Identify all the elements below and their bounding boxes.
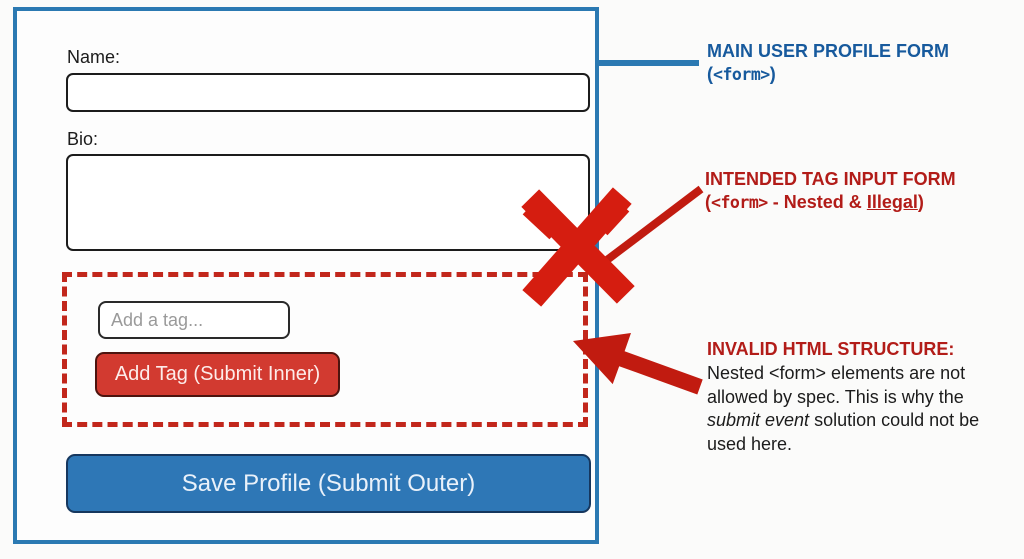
annotation-tag-form: INTENDED TAG INPUT FORM(<form> - Nested … bbox=[705, 169, 956, 212]
main-profile-form: Name: Bio: Add Tag (Submit Inner) Save P… bbox=[13, 7, 599, 544]
annotation-main-form: MAIN USER PROFILE FORM(<form>) bbox=[707, 41, 949, 84]
red-connector-line bbox=[600, 185, 704, 267]
add-tag-button[interactable]: Add Tag (Submit Inner) bbox=[95, 352, 340, 397]
annotation-invalid-heading: INVALID HTML STRUCTURE: bbox=[707, 339, 955, 359]
name-label: Name: bbox=[67, 47, 121, 67]
tag-input[interactable] bbox=[98, 301, 290, 339]
nested-tag-form: Add Tag (Submit Inner) bbox=[62, 272, 588, 427]
bio-label: Bio: bbox=[67, 129, 99, 149]
bio-textarea[interactable] bbox=[66, 154, 590, 251]
save-profile-button[interactable]: Save Profile (Submit Outer) bbox=[66, 454, 591, 513]
name-input[interactable] bbox=[66, 73, 590, 112]
